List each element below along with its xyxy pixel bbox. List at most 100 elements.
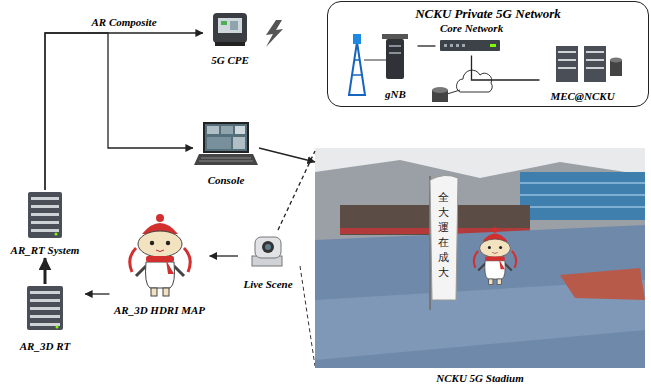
art-part — [221, 126, 233, 134]
art-part — [201, 158, 251, 159]
camera-node: Live Scene — [238, 230, 298, 292]
node-label: AR_RT System — [11, 244, 80, 258]
arrow-connector — [210, 255, 239, 256]
art-part — [558, 51, 576, 53]
art-part — [556, 46, 578, 82]
mascot-figure — [130, 214, 191, 296]
dashed-leader — [300, 266, 315, 366]
art-part — [558, 67, 576, 69]
art-part — [265, 244, 271, 250]
cpe-node: 5G CPE — [203, 8, 257, 68]
arrow-connector — [45, 33, 193, 190]
node-label: AR_3D HDRI MAP — [114, 304, 205, 318]
arrow-connector — [85, 293, 110, 294]
art-part — [203, 122, 249, 153]
art-part — [315, 225, 645, 368]
art-part — [432, 87, 448, 93]
mec-servers — [556, 46, 622, 82]
art-part — [28, 192, 62, 238]
art-part — [586, 59, 604, 61]
cpe-icon — [213, 13, 247, 46]
art-part — [213, 13, 247, 43]
art-part — [194, 154, 258, 165]
art-part — [389, 52, 401, 54]
art-part — [221, 21, 227, 25]
mec-node: MEC@NCKU — [540, 42, 626, 104]
arrow-connector — [44, 258, 47, 284]
art-part — [382, 34, 408, 39]
art-part — [490, 44, 496, 47]
art-part — [31, 213, 59, 216]
banner-text: 全大運在成大 — [438, 190, 449, 280]
node-label: NCKU 5G Stadium — [436, 372, 523, 386]
node-label: 5G CPE — [211, 54, 249, 68]
art-part — [430, 175, 458, 300]
connector-line — [278, 151, 315, 230]
mascot-node: AR_3D HDRI MAP — [110, 212, 210, 318]
connector-line — [472, 56, 540, 81]
art-part — [444, 44, 447, 47]
connector-line — [418, 45, 436, 46]
art-part — [56, 326, 59, 329]
art-part — [30, 315, 60, 318]
art-part — [31, 205, 59, 208]
server-node: AR_RT System — [5, 190, 85, 258]
node-label: MEC@NCKU — [550, 90, 614, 104]
node-label: Core Network — [440, 22, 503, 36]
art-part — [520, 206, 645, 208]
console-node: Console — [193, 118, 259, 188]
art-part — [440, 40, 500, 51]
art-part — [215, 42, 245, 46]
gnb-device — [382, 34, 408, 79]
art-part — [520, 194, 645, 196]
camera-icon — [252, 237, 282, 266]
art-part — [586, 51, 604, 53]
art-part — [610, 58, 622, 63]
node-label: Console — [208, 174, 245, 188]
server-icon — [27, 286, 63, 330]
server-icon — [28, 192, 62, 238]
art-part — [235, 126, 245, 134]
node-label: Live Scene — [243, 278, 292, 292]
art-part — [31, 197, 59, 200]
art-part — [353, 34, 361, 44]
network-box: NCKU Private 5G Network gNB Core NetworkME… — [327, 1, 649, 107]
node-label: AR_3D RT — [20, 340, 70, 354]
art-part — [205, 124, 247, 151]
core-switch — [440, 40, 500, 51]
art-part — [30, 323, 60, 326]
art-part — [584, 46, 606, 82]
arrow-connector — [259, 148, 315, 162]
art-part — [27, 286, 63, 330]
art-part — [457, 70, 493, 92]
stadium-photo — [315, 148, 645, 368]
art-part — [474, 227, 516, 284]
art-part — [30, 307, 60, 310]
art-part — [30, 299, 60, 302]
edge-label: AR Composite — [89, 16, 158, 30]
node-label: gNB — [385, 88, 406, 102]
art-part — [558, 59, 576, 61]
art-part — [520, 182, 645, 184]
art-part — [30, 291, 60, 294]
art-part — [218, 18, 242, 33]
art-part — [349, 42, 365, 95]
art-part — [315, 148, 645, 368]
arrow-connector — [45, 33, 203, 190]
network-title: NCKU Private 5G Network — [415, 6, 561, 22]
server-node: AR_3D RT — [5, 284, 85, 354]
art-part — [207, 137, 231, 149]
art-part — [55, 233, 58, 236]
art-part — [262, 241, 274, 253]
art-part — [354, 59, 360, 61]
art-part — [207, 126, 219, 134]
core-network-node: Core Network — [436, 22, 508, 56]
art-part — [230, 21, 238, 30]
cloud-symbol — [432, 70, 492, 102]
art-part — [560, 268, 645, 300]
art-part — [266, 20, 283, 47]
art-part — [447, 90, 460, 94]
